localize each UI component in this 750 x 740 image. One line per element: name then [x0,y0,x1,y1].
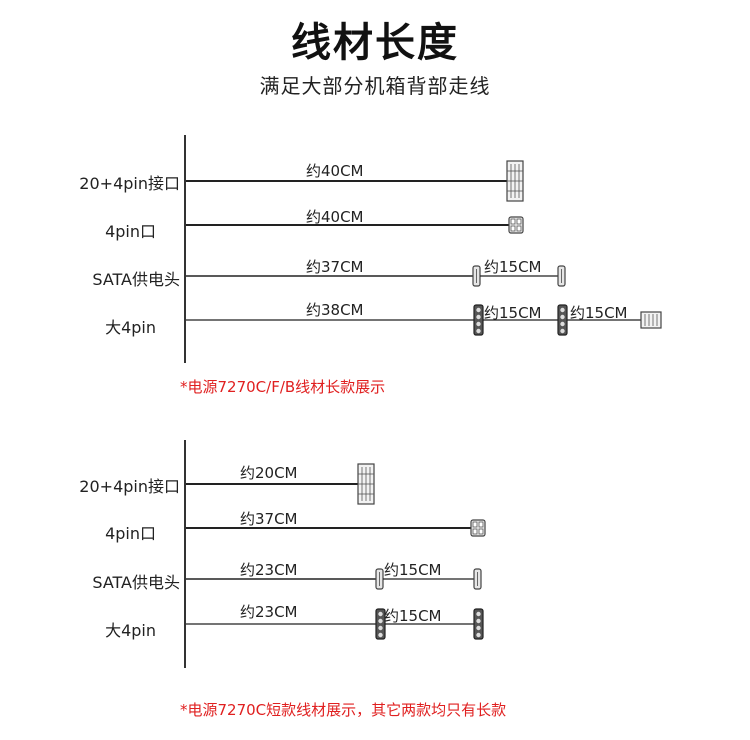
length-label: 约40CM [306,162,364,180]
row-label-sata: SATA供电头 [92,270,180,289]
length-label: 约40CM [306,208,364,226]
long-version-note: *电源7270C/F/B线材长款展示 [180,378,386,396]
row-label-molex: 大4pin [105,318,156,337]
sata-connector-icon [472,265,481,287]
length-label: 约15CM [384,561,442,579]
length-label: 约37CM [306,258,364,276]
length-label: 约37CM [240,510,298,528]
page-title: 线材长度 [291,20,459,66]
floppy-4pin-connector-icon [640,311,662,329]
length-label: 约15CM [484,258,542,276]
row-label-atx: 20+4pin接口 [79,477,180,496]
page-subtitle: 满足大部分机箱背部走线 [259,74,491,98]
length-label: 约15CM [484,304,542,322]
length-label: 约23CM [240,603,298,621]
molex-4pin-connector-icon [375,608,386,640]
atx-24pin-connector-icon [357,463,375,505]
cpu-4pin-connector-icon [508,216,524,234]
long-axis-line [184,135,186,363]
length-label: 约15CM [570,304,628,322]
short-axis-line [184,440,186,668]
row-label-4pin: 4pin口 [105,222,156,241]
molex-4pin-connector-icon [473,304,484,336]
row-label-molex: 大4pin [105,621,156,640]
length-label: 约15CM [384,607,442,625]
short-version-note: *电源7270C短款线材展示，其它两款均只有长款 [180,701,507,719]
cpu-4pin-connector-icon [470,519,486,537]
row-label-sata: SATA供电头 [92,573,180,592]
molex-4pin-connector-icon [557,304,568,336]
sata-connector-icon [473,568,482,590]
length-label: 约20CM [240,464,298,482]
sata-connector-icon [557,265,566,287]
length-label: 约38CM [306,301,364,319]
molex-4pin-connector-icon [473,608,484,640]
row-label-atx: 20+4pin接口 [79,174,180,193]
sata-connector-icon [375,568,384,590]
row-label-4pin: 4pin口 [105,524,156,543]
atx-24pin-connector-icon [506,160,524,202]
length-label: 约23CM [240,561,298,579]
